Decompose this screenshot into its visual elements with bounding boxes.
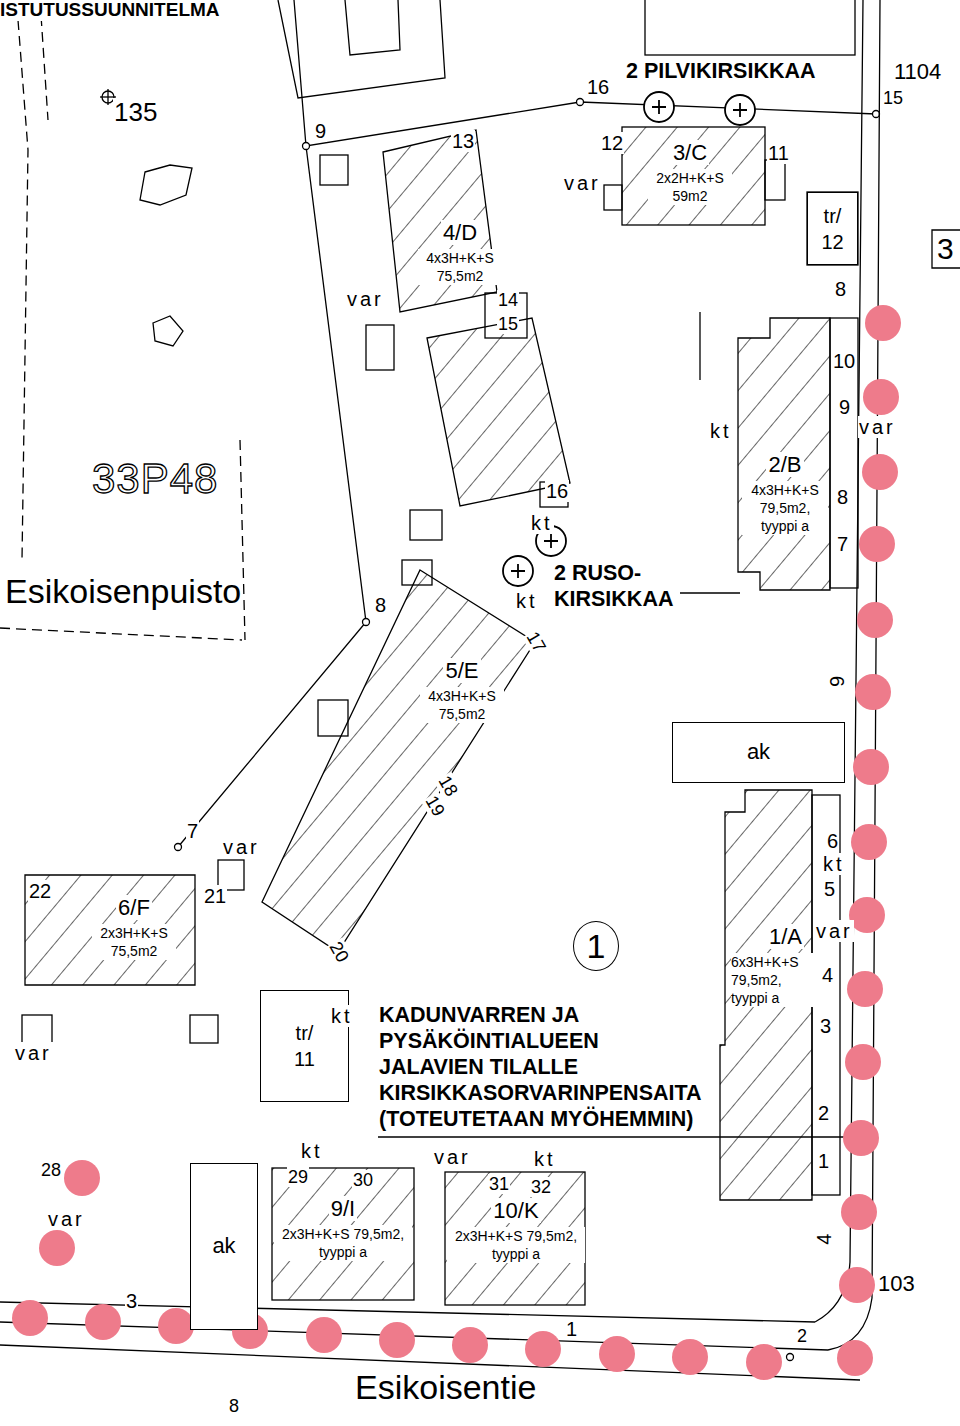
building-info: 2x3H+K+S 75,5m2 xyxy=(92,924,176,960)
outbuilding-box: ak xyxy=(190,1163,258,1330)
planting-note: 2 PILVIKIRSIKKAA xyxy=(625,58,817,84)
map-label: 21 xyxy=(203,885,227,907)
planting-note: KADUNVARREN JA PYSÄKÖINTIALUEEN JALAVIEN… xyxy=(378,1002,709,1132)
map-label: kt xyxy=(300,1140,324,1162)
map-label: 15 xyxy=(497,314,519,334)
map-label: 7 xyxy=(186,820,199,842)
building-label: 4/D 4x3H+K+S 75,5m2 xyxy=(418,220,502,285)
building-code: 3/C xyxy=(671,140,709,165)
map-label: 16 xyxy=(545,480,569,502)
map-label: var xyxy=(858,416,897,438)
map-label: 7 xyxy=(836,533,849,555)
building-code: 1/A xyxy=(767,924,804,949)
building-label: 10/K 2x3H+K+S 79,5m2, tyyppi a xyxy=(447,1198,585,1263)
block-number: 1 xyxy=(587,924,606,968)
map-label: 6 xyxy=(825,675,847,688)
building-label: 1/A 6x3H+K+S 79,5m2, tyyppi a xyxy=(731,924,815,1007)
map-label: kt xyxy=(330,1005,354,1027)
block-number-circle: 1 xyxy=(573,921,619,971)
map-label: var xyxy=(14,1042,53,1064)
building-code: 10/K xyxy=(491,1198,540,1223)
building-info: 4x3H+K+S 79,5m2, tyyppi a xyxy=(742,481,828,535)
map-label: 1 xyxy=(817,1150,830,1172)
building-label: 9/I 2x3H+K+S 79,5m2, tyyppi a xyxy=(274,1196,412,1261)
map-label: 4 xyxy=(821,964,834,986)
map-label: 135 xyxy=(113,98,158,127)
map-label: 103 xyxy=(877,1272,916,1297)
map-label: kt xyxy=(515,590,539,612)
building-code: tr/ 12 xyxy=(818,203,848,255)
map-label: 8 xyxy=(228,1396,240,1416)
map-label: var xyxy=(815,920,854,942)
parcel-id: 33P48 xyxy=(91,455,219,502)
map-label: 8 xyxy=(834,278,847,300)
outbuilding-box: ak xyxy=(672,722,845,783)
map-label: kt xyxy=(530,512,554,534)
building-info: 2x2H+K+S 59m2 xyxy=(648,169,732,205)
map-label: Esikoisenpuisto xyxy=(4,572,242,610)
building-label: 6/F 2x3H+K+S 75,5m2 xyxy=(92,895,176,960)
map-label: 2 xyxy=(796,1326,808,1346)
map-label: 32 xyxy=(530,1177,552,1197)
building-label: 2/B 4x3H+K+S 79,5m2, tyyppi a xyxy=(742,452,828,535)
map-label: 3 xyxy=(819,1015,832,1037)
building-info: 4x3H+K+S 75,5m2 xyxy=(420,687,504,723)
building-info: 2x3H+K+S 79,5m2, tyyppi a xyxy=(447,1227,585,1263)
building-label: 3/C 2x2H+K+S 59m2 xyxy=(648,140,732,205)
map-label: var xyxy=(433,1146,472,1168)
map-label: kt xyxy=(822,853,846,875)
map-label: 15 xyxy=(882,88,904,108)
building-code: 2/B xyxy=(766,452,803,477)
map-label: 1 xyxy=(565,1318,578,1340)
map-label: 22 xyxy=(28,880,52,902)
map-label: 1104 xyxy=(893,60,942,85)
map-label: Esikoisentie xyxy=(354,1368,537,1406)
building-code: ak xyxy=(747,738,770,767)
map-label: 11 xyxy=(767,142,790,164)
map-label: 9 xyxy=(314,120,327,142)
plan-title: ISTUTUSSUUNNITELMA xyxy=(0,0,220,21)
building-code: tr/ 11 xyxy=(290,1020,320,1072)
map-label: 2 xyxy=(817,1102,830,1124)
map-label: 16 xyxy=(586,76,610,98)
building-info: 6x3H+K+S 79,5m2, tyyppi a xyxy=(731,953,815,1007)
map-label: 10 xyxy=(832,350,856,372)
building-info: 2x3H+K+S 79,5m2, tyyppi a xyxy=(274,1225,412,1261)
map-label: 8 xyxy=(836,486,849,508)
map-label: var xyxy=(47,1208,86,1230)
map-label: 5 xyxy=(823,878,836,900)
map-label: 3 xyxy=(936,232,955,266)
map-label: var xyxy=(222,836,261,858)
building-code: 4/D xyxy=(441,220,479,245)
map-label: 28 xyxy=(40,1160,62,1180)
outbuilding-box: tr/ 12 xyxy=(807,192,858,265)
map-label: kt xyxy=(533,1148,557,1170)
building-code: 9/I xyxy=(329,1196,357,1221)
map-label: var xyxy=(563,172,602,194)
map-label: 3 xyxy=(125,1290,138,1312)
building-code: 5/E xyxy=(443,658,480,683)
map-label: 14 xyxy=(497,290,519,310)
map-label: 8 xyxy=(374,594,387,616)
map-label: 30 xyxy=(352,1170,374,1190)
map-label: var xyxy=(346,288,385,310)
map-label: 9 xyxy=(838,396,851,418)
map-label: 4 xyxy=(813,1233,835,1246)
building-info: 4x3H+K+S 75,5m2 xyxy=(418,249,502,285)
building-code: 6/F xyxy=(116,895,152,920)
map-label: 12 xyxy=(600,132,624,154)
building-label: 5/E 4x3H+K+S 75,5m2 xyxy=(420,658,504,723)
planting-note: 2 RUSO- KIRSIKKAA xyxy=(553,560,680,612)
map-label: kt xyxy=(709,420,733,442)
map-label: 13 xyxy=(451,130,475,152)
map-label: 6 xyxy=(826,830,839,852)
map-label: 31 xyxy=(488,1174,510,1194)
map-label: 29 xyxy=(287,1167,309,1187)
building-code: ak xyxy=(212,1232,235,1261)
